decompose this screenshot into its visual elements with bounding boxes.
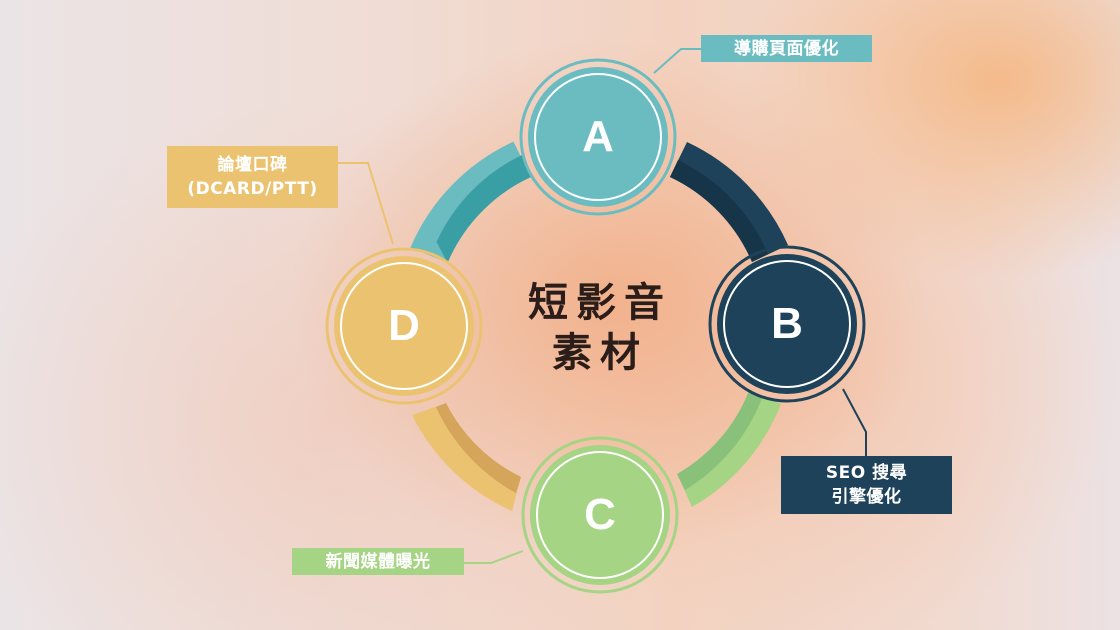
label-a-text: 導購頁面優化: [734, 38, 839, 59]
label-b-line2: 引擎優化: [831, 487, 902, 507]
center-title-line2: 素材: [552, 330, 648, 376]
node-b[interactable]: [708, 245, 866, 403]
label-d-line1: 論壇口碑: [217, 155, 288, 175]
label-b-line1: SEO 搜尋: [825, 463, 908, 483]
connector-c: [463, 550, 524, 564]
connector-a: [653, 48, 706, 74]
label-d-line2: (DCARD/PTT): [187, 179, 318, 199]
arc-c-to-d: [412, 403, 521, 511]
arc-a-to-b: [670, 142, 788, 262]
center-title-line1: 短影音: [528, 280, 672, 326]
center-title: 短影音 素材: [500, 278, 700, 378]
arc-b-to-c: [677, 391, 781, 507]
node-c-letter: C: [584, 490, 616, 539]
label-a: 導購頁面優化: [701, 35, 872, 62]
node-d-letter: D: [388, 301, 420, 350]
connector-b: [842, 388, 867, 459]
connector-d: [337, 162, 394, 245]
node-c[interactable]: [521, 436, 679, 594]
node-d[interactable]: [325, 247, 483, 405]
arc-d-to-a: [410, 141, 531, 263]
label-c-text: 新聞媒體曝光: [325, 551, 431, 572]
label-c: 新聞媒體曝光: [292, 548, 464, 575]
label-d: 論壇口碑 (DCARD/PTT): [167, 146, 338, 208]
node-a[interactable]: [519, 58, 677, 216]
node-b-letter: B: [771, 299, 803, 348]
label-b: SEO 搜尋 引擎優化: [781, 456, 952, 514]
node-a-letter: A: [582, 112, 614, 161]
